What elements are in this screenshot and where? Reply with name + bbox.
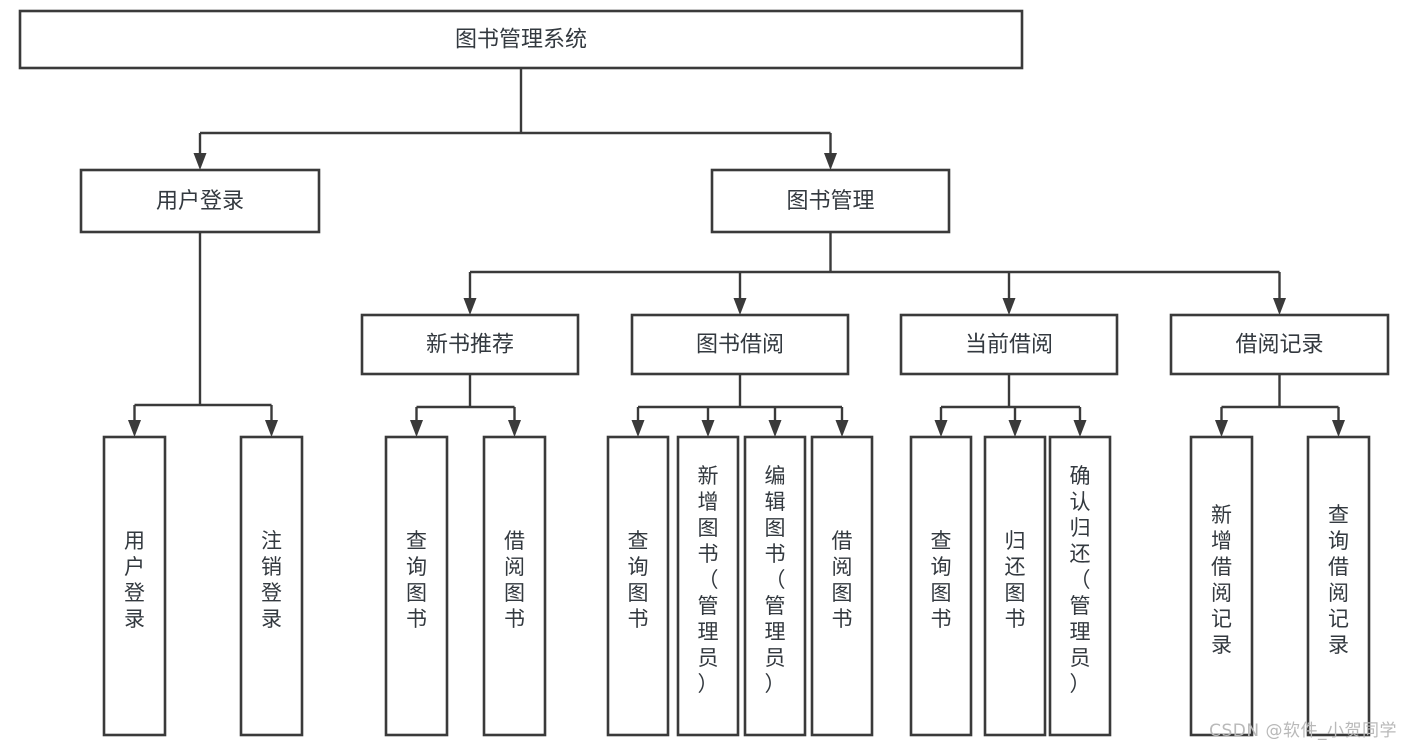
connector-user-login-to-leaves xyxy=(128,232,278,437)
node-label: 编辑图书（管理员） xyxy=(765,464,786,696)
node-label: 新增借阅记录 xyxy=(1211,503,1232,657)
node-leaf-user-logout[interactable]: 注销登录 xyxy=(239,435,304,737)
node-label: 查询图书 xyxy=(406,529,427,631)
node-label: 注销登录 xyxy=(261,529,282,631)
node-label: 确认归还（管理员） xyxy=(1070,464,1091,696)
node-new-book-recommend[interactable]: 新书推荐 xyxy=(360,313,580,376)
connector-book-borrow-to-leaves xyxy=(631,374,849,437)
csdn-watermark: CSDN @软件_小贺同学 xyxy=(1209,721,1397,741)
node-label: 借阅图书 xyxy=(832,529,853,631)
node-label: 用户登录 xyxy=(124,529,145,631)
node-user-login[interactable]: 用户登录 xyxy=(79,168,321,234)
node-label: 查询图书 xyxy=(628,529,649,631)
node-current-borrow[interactable]: 当前借阅 xyxy=(899,313,1119,376)
node-label: 归还图书 xyxy=(1005,529,1026,631)
node-label: 借阅图书 xyxy=(504,529,525,631)
connector-borrow-record-to-leaves xyxy=(1215,374,1345,437)
node-leaf-add-book[interactable]: 新增图书（管理员） xyxy=(676,435,740,737)
node-leaf-query-book-borrow[interactable]: 查询图书 xyxy=(606,435,670,737)
node-leaf-return-book[interactable]: 归还图书 xyxy=(983,435,1047,737)
node-label: 新增图书（管理员） xyxy=(698,464,719,696)
node-label: 图书借阅 xyxy=(696,333,784,358)
node-leaf-confirm-return[interactable]: 确认归还（管理员） xyxy=(1048,435,1112,737)
node-leaf-query-borrow-record[interactable]: 查询借阅记录 xyxy=(1306,435,1371,737)
connector-root-to-level2 xyxy=(193,68,837,170)
node-label: 当前借阅 xyxy=(965,333,1053,358)
node-leaf-query-book-current[interactable]: 查询图书 xyxy=(909,435,973,737)
node-borrow-record[interactable]: 借阅记录 xyxy=(1169,313,1390,376)
node-label: 用户登录 xyxy=(156,189,244,214)
node-leaf-query-book-recommend[interactable]: 查询图书 xyxy=(384,435,449,737)
node-book-borrow[interactable]: 图书借阅 xyxy=(630,313,850,376)
connector-layer xyxy=(128,68,1345,437)
node-root-图书管理系统[interactable]: 图书管理系统 xyxy=(18,9,1024,70)
node-leaf-edit-book[interactable]: 编辑图书（管理员） xyxy=(743,435,807,737)
node-label: 图书管理系统 xyxy=(455,28,587,53)
node-label: 借阅记录 xyxy=(1235,333,1323,358)
node-leaf-add-borrow-record[interactable]: 新增借阅记录 xyxy=(1189,435,1254,737)
connector-new-book-recommend-to-leaves xyxy=(410,374,521,437)
node-label: 新书推荐 xyxy=(426,333,514,358)
node-leaf-borrow-book[interactable]: 借阅图书 xyxy=(810,435,874,737)
node-leaf-user-login[interactable]: 用户登录 xyxy=(102,435,167,737)
node-book-management[interactable]: 图书管理 xyxy=(710,168,951,234)
node-layer: 图书管理系统用户登录图书管理新书推荐图书借阅当前借阅借阅记录用户登录注销登录查询… xyxy=(18,9,1390,737)
connector-book-management-to-level3 xyxy=(463,232,1286,315)
node-label: 图书管理 xyxy=(786,189,874,214)
connector-current-borrow-to-leaves xyxy=(934,374,1087,437)
node-label: 查询借阅记录 xyxy=(1328,503,1349,657)
node-label: 查询图书 xyxy=(931,529,952,631)
node-leaf-borrow-book-recommend[interactable]: 借阅图书 xyxy=(482,435,547,737)
